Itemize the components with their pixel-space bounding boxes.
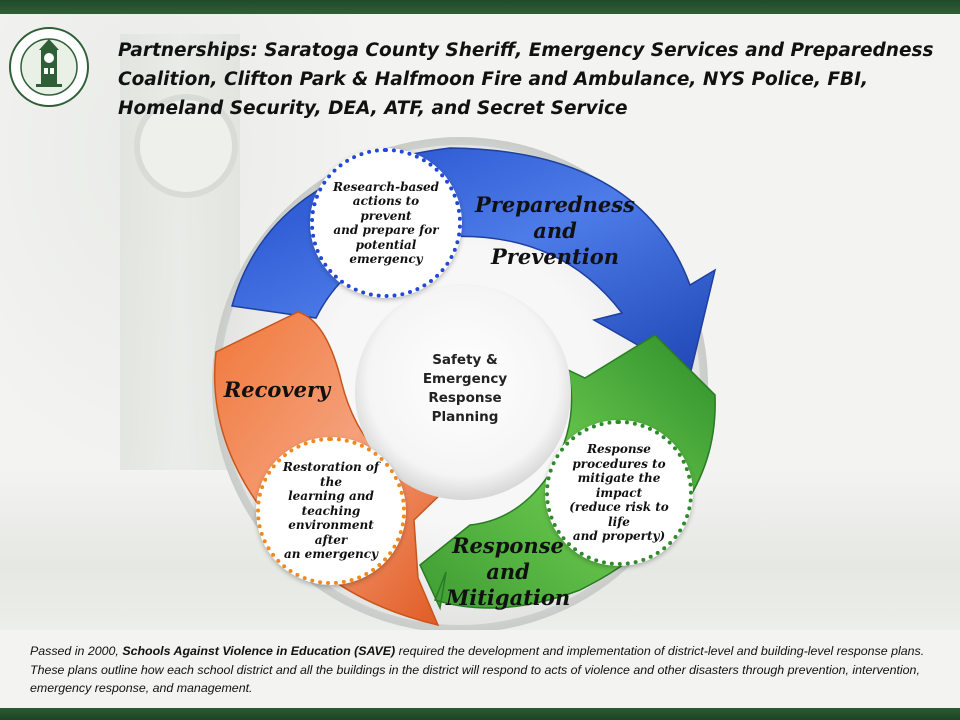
callout-line: teaching [301, 503, 361, 518]
footer-paragraph: Passed in 2000, Schools Against Violence… [30, 642, 942, 698]
phase-label-recovery: Recovery [222, 377, 332, 403]
phase-label-response: Response and Mitigation [446, 533, 570, 611]
center-label-line: Safety & [432, 352, 498, 368]
phase-label-line: Mitigation [446, 585, 571, 610]
callout-line: (reduce risk to life [569, 500, 669, 529]
background-clock-face [134, 94, 238, 198]
callout-line: an emergency [284, 547, 378, 562]
callout-line: environment after [288, 518, 374, 547]
phase-label-line: Response [452, 533, 564, 558]
callout-line: actions to prevent [352, 194, 420, 223]
callout-line: Response [587, 442, 651, 457]
phase-label-line: Prevention [491, 244, 619, 269]
callout-line: potential [355, 237, 417, 252]
phase-label-line: Recovery [223, 377, 331, 402]
save-act-name: Schools Against Violence in Education (S… [122, 644, 396, 658]
center-label-line: Planning [431, 409, 499, 425]
callout-line: learning and [288, 489, 374, 504]
prevention-callout: Research-based actions to prevent and pr… [310, 148, 462, 298]
callout-line: emergency [349, 252, 423, 266]
recovery-callout: Restoration of the learning and teaching… [256, 437, 406, 585]
callout-line: Research-based [332, 179, 440, 194]
page-title: Partnerships: Saratoga County Sheriff, E… [118, 40, 934, 119]
center-hub [355, 284, 571, 500]
phase-label-prevention: Preparedness and Prevention [470, 192, 640, 270]
callout-line: and property) [572, 529, 666, 544]
phase-label-line: Preparedness [475, 192, 635, 217]
bottom-banner-bar [0, 708, 960, 720]
top-banner-bar [0, 0, 960, 14]
callout-line: Restoration of the [282, 460, 380, 489]
center-label-line: Emergency [422, 371, 508, 387]
response-callout: Response procedures to mitigate the impa… [545, 420, 693, 566]
phase-label-line: and [533, 218, 577, 243]
callout-line: and prepare for [333, 223, 439, 237]
clock-tower-logo-icon [9, 27, 89, 107]
phase-label-line: and [486, 559, 530, 584]
footer-text: Passed in 2000, [30, 644, 123, 658]
callout-line: mitigate the impact [577, 471, 661, 500]
footer-text: required the development and implementat… [30, 644, 925, 695]
callout-line: procedures to [572, 456, 666, 471]
center-label: Safety & Emergency Response Planning [405, 351, 525, 427]
center-label-line: Response [428, 390, 502, 406]
